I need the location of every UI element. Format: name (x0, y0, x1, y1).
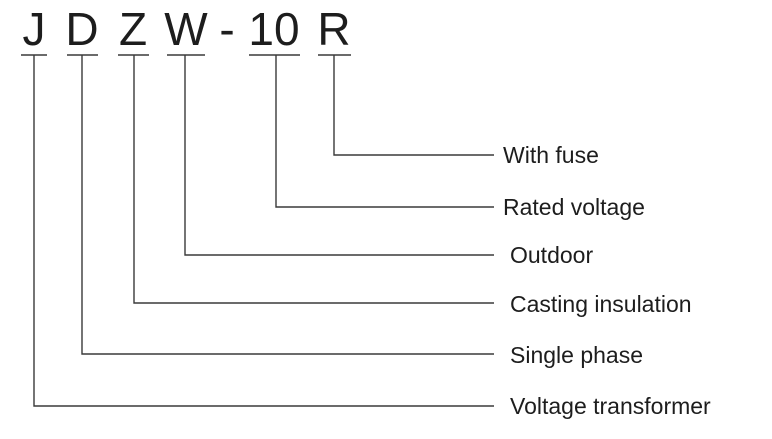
label-with-fuse: With fuse (503, 142, 599, 168)
leader-casting-insulation (133, 55, 494, 304)
label-outdoor: Outdoor (510, 242, 594, 268)
label-rated-voltage: Rated voltage (503, 194, 645, 220)
code-dash: - (219, 3, 235, 55)
code-letter-d: D (65, 3, 99, 55)
leader-with-fuse (333, 55, 494, 156)
code-letter-r: R (317, 3, 351, 55)
label-casting-insulation: Casting insulation (510, 291, 692, 317)
code-letter-w: W (164, 3, 208, 55)
code-letter-z: Z (118, 3, 148, 55)
leader-outdoor (184, 55, 494, 256)
label-voltage-transformer: Voltage transformer (510, 393, 711, 419)
leader-voltage-transformer (33, 55, 494, 407)
leader-single-phase (81, 55, 494, 355)
code-number-10: 10 (248, 3, 300, 55)
leader-rated-voltage (275, 55, 494, 208)
label-single-phase: Single phase (510, 342, 643, 368)
code-letter-j: J (22, 3, 46, 55)
